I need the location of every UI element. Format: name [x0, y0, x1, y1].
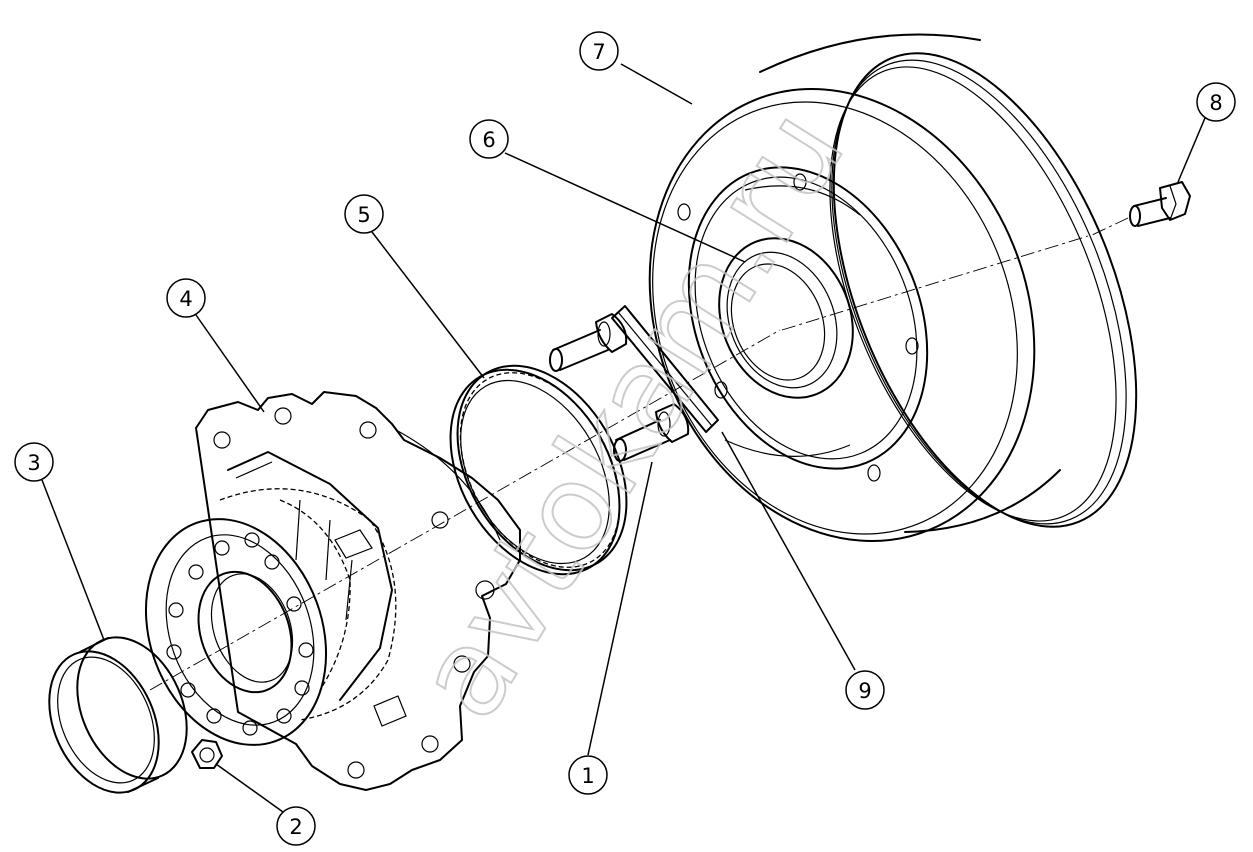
part-bolt	[1089, 181, 1191, 237]
leader-lines	[41, 63, 1206, 813]
callout-4: 4	[166, 278, 206, 318]
part-plate-studs	[549, 305, 719, 462]
callout-9: 9	[845, 670, 885, 710]
part-hub	[144, 391, 521, 791]
svg-text:9: 9	[858, 679, 871, 703]
part-tone-ring	[449, 364, 628, 576]
callout-3: 3	[14, 442, 54, 482]
svg-text:1: 1	[581, 764, 594, 788]
svg-text:8: 8	[1209, 91, 1222, 115]
svg-text:3: 3	[27, 451, 40, 475]
part-nut	[191, 739, 223, 769]
svg-text:7: 7	[592, 40, 605, 64]
part-bearing-race	[48, 636, 188, 794]
callout-7: 7	[579, 31, 619, 71]
svg-text:5: 5	[357, 203, 370, 227]
svg-text:2: 2	[289, 815, 302, 839]
svg-text:4: 4	[179, 287, 192, 311]
part-brake-drum	[648, 33, 1138, 542]
callout-5: 5	[344, 194, 384, 234]
callout-6: 6	[469, 119, 509, 159]
center-axis	[149, 235, 1089, 691]
svg-text:6: 6	[482, 128, 495, 152]
callout-8: 8	[1196, 82, 1236, 122]
callout-1: 1	[568, 755, 608, 795]
callout-2: 2	[276, 806, 316, 846]
